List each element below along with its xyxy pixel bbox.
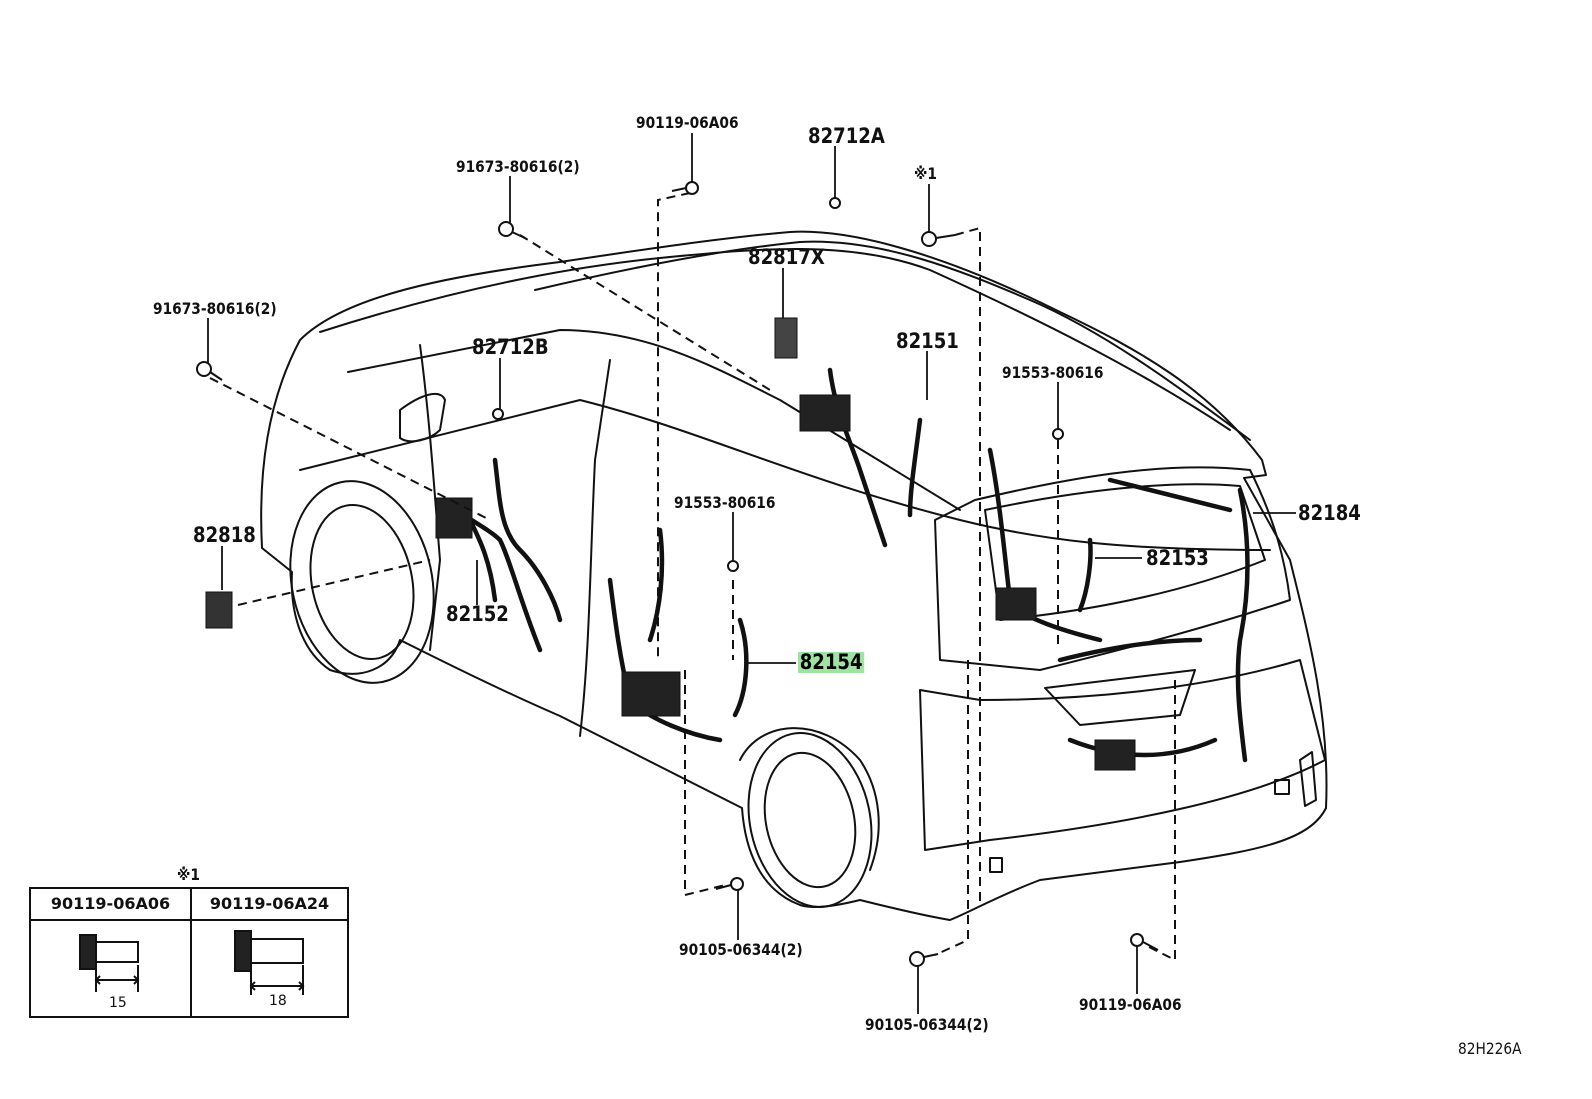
clip-82712B <box>492 408 504 420</box>
bolt-90105-a <box>715 877 744 891</box>
part-label-90119-06A06-top[interactable]: 90119-06A06 <box>636 113 739 132</box>
part-label-82153[interactable]: 82153 <box>1146 546 1209 570</box>
leader-91673-b <box>209 377 491 521</box>
rear-hatch <box>934 466 1291 671</box>
note-mark-top: ※1 <box>914 164 937 183</box>
diagram-code: 82H226A <box>1458 1039 1522 1058</box>
sliding-door-line <box>579 359 611 737</box>
bolt-91673-a <box>498 221 526 239</box>
part-label-91553-80616-a[interactable]: 91553-80616 <box>1002 363 1104 382</box>
connector-block-82154 <box>621 671 681 717</box>
vehicle-body-outline <box>260 230 1328 921</box>
harness-82184 <box>1067 487 1250 763</box>
part-label-82817X[interactable]: 82817X <box>748 245 825 269</box>
front-door-line <box>419 344 441 651</box>
connector-block-rear <box>1094 739 1136 771</box>
leader-91673-a <box>519 234 771 391</box>
front-wheel-outer <box>289 480 435 684</box>
leader-90105-a <box>684 670 726 897</box>
rear-wheel-arch <box>739 727 880 871</box>
part-label-82712A[interactable]: 82712A <box>808 124 885 148</box>
legend-note-mark: ※1 <box>177 865 200 884</box>
connector-block-82151 <box>799 394 851 432</box>
clip-91553-b <box>727 560 739 572</box>
clip-82712A <box>829 197 841 209</box>
legend-dim-06A06: 15 <box>109 995 127 1011</box>
bolt-90105-b <box>909 951 939 967</box>
rear-reflector <box>1274 779 1290 795</box>
leader-90119-top <box>657 192 691 660</box>
bolt-91673-b <box>196 361 223 381</box>
fastener-legend-table: 90119-06A06 15 90119-06A24 18 <box>29 887 349 1018</box>
side-mirror <box>399 392 446 443</box>
leader-90105-b <box>934 660 969 956</box>
belt-line <box>299 399 1271 551</box>
roof-line <box>319 247 1231 431</box>
rear-reflector-left <box>989 857 1003 873</box>
part-label-82152[interactable]: 82152 <box>446 602 509 626</box>
part-label-82154-highlighted[interactable]: 82154 <box>798 650 865 674</box>
harness-rear-door <box>1057 477 1233 663</box>
leader-82818 <box>237 559 431 606</box>
legend-dim-06A24: 18 <box>269 993 287 1009</box>
part-label-82184[interactable]: 82184 <box>1298 501 1361 525</box>
part-label-90119-06A06-bottom[interactable]: 90119-06A06 <box>1079 995 1182 1014</box>
connector-block-82152 <box>435 497 473 539</box>
part-label-90105-06344-b[interactable]: 90105-06344(2) <box>865 1015 989 1034</box>
part-label-90105-06344-a[interactable]: 90105-06344(2) <box>679 940 803 959</box>
rear-wheel-outer <box>747 732 873 908</box>
roof-rail <box>534 240 1251 441</box>
part-82817X-bracket <box>774 317 798 359</box>
legend-column-06A06: 90119-06A06 15 <box>31 889 192 1016</box>
leader-90119-bottom <box>1144 680 1176 962</box>
clip-91553-a <box>1052 428 1064 440</box>
front-wheel-inner <box>309 503 415 661</box>
window-line <box>347 329 961 511</box>
part-label-82151[interactable]: 82151 <box>896 329 959 353</box>
part-label-82818[interactable]: 82818 <box>193 523 256 547</box>
rear-bumper <box>919 659 1326 851</box>
legend-bolt-06A24-drawing <box>234 930 305 995</box>
bolt-note1 <box>921 231 956 247</box>
part-label-82712B[interactable]: 82712B <box>472 335 549 359</box>
legend-bolt-06A06-drawing <box>79 934 140 992</box>
rear-wheel-inner <box>763 751 857 889</box>
leader-note1 <box>954 226 981 905</box>
part-label-91553-80616-b[interactable]: 91553-80616 <box>674 493 776 512</box>
legend-column-06A24: 90119-06A24 18 <box>192 889 347 1016</box>
bolt-90119-top <box>671 181 699 195</box>
legend-header-06A06[interactable]: 90119-06A06 <box>31 889 190 921</box>
connector-block-82153 <box>995 587 1037 621</box>
bolt-90119-bottom <box>1130 933 1159 951</box>
rear-lamp <box>1299 751 1317 807</box>
part-label-91673-80616-a[interactable]: 91673-80616(2) <box>456 157 580 176</box>
part-label-91673-80616-b[interactable]: 91673-80616(2) <box>153 299 277 318</box>
license-plate-recess <box>1044 669 1196 726</box>
part-82818-module <box>205 591 233 629</box>
legend-header-06A24[interactable]: 90119-06A24 <box>192 889 347 921</box>
